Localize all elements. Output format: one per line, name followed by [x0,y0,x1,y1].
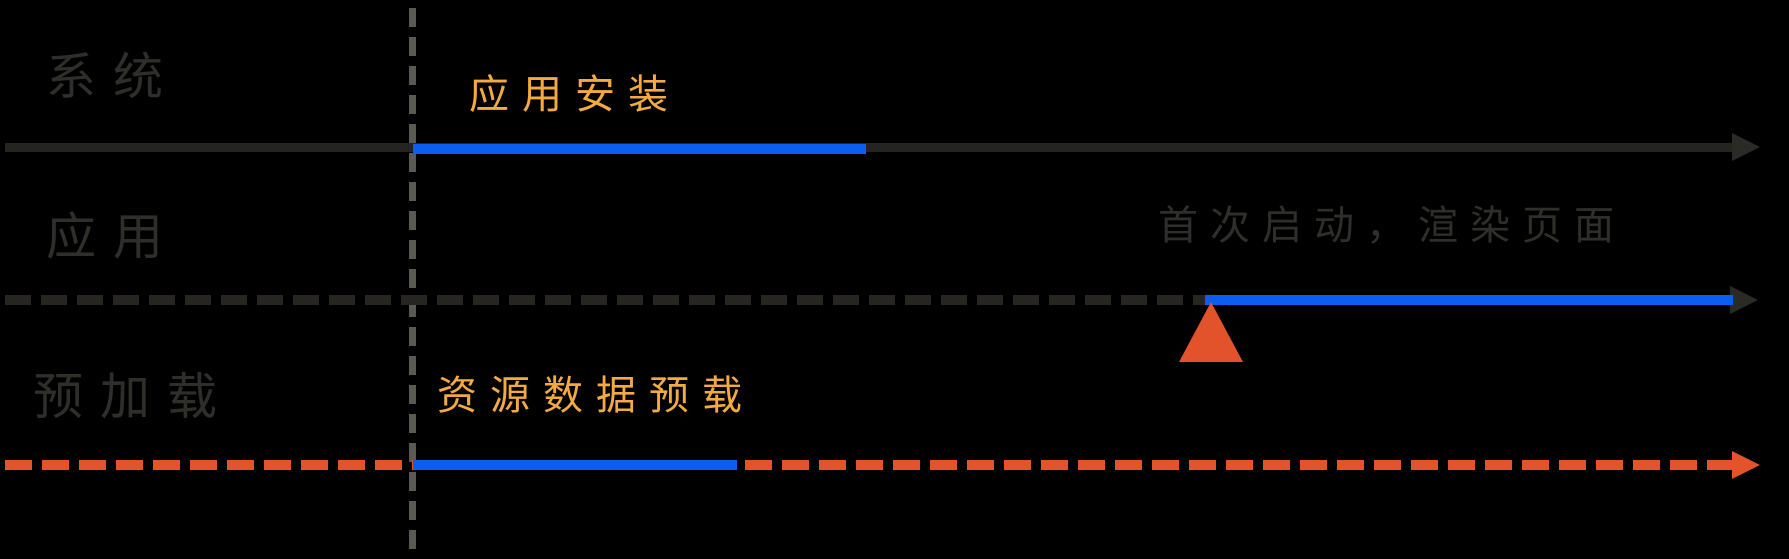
preload-track-dashed-line [5,460,1733,470]
vertical-guide-dashed-line [409,8,416,556]
first-launch-annotation: 首次启动，渲染页面 [1158,204,1626,248]
system-track-arrowhead-icon [1732,133,1760,161]
preload-track-arrowhead-icon [1732,451,1760,479]
app-track-dashed-line [5,295,1731,305]
launch-point-triangle-icon [1179,302,1243,362]
resource-preload-label: 资源数据预载 [437,374,755,418]
first-launch-segment [1205,295,1733,305]
lane-label-app: 应用 [46,209,180,265]
system-track-line [5,143,1733,152]
app-track-arrowhead-icon [1730,286,1758,314]
lane-label-system: 系统 [46,49,180,105]
app-install-label: 应用安装 [469,73,681,117]
app-install-segment [413,144,866,154]
lane-label-preload: 预加载 [33,369,234,425]
resource-preload-segment [413,460,737,470]
